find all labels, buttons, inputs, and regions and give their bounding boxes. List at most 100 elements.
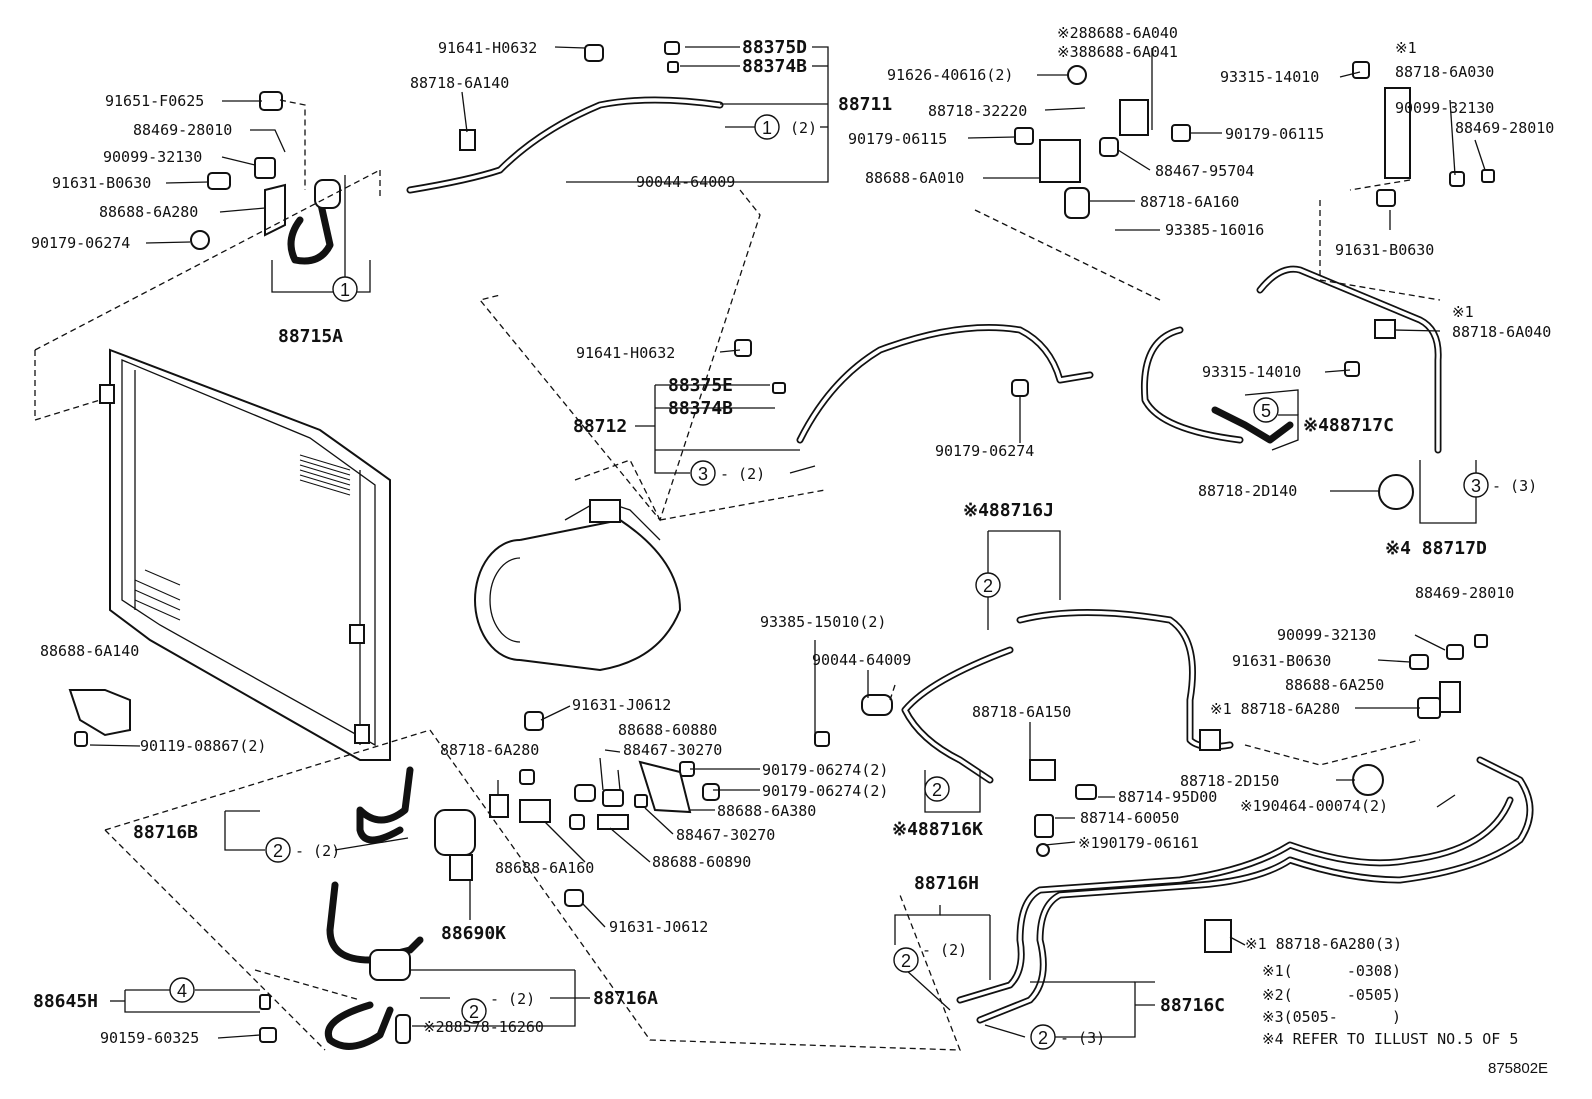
label-88718-6A160: 88718-6A160 [1140,193,1239,211]
label-88375D: 88375D [742,37,807,58]
label-90159-60325: 90159-60325 [100,1029,199,1047]
label-88716H: 88716H [914,873,979,894]
label-88718-2D140: 88718-2D140 [1198,482,1297,500]
label-1-88718-6A280-3: ※1 88718-6A280(3) [1245,935,1402,953]
svg-text:4: 4 [177,981,187,1001]
label-93315-14010-mid: 93315-14010 [1202,363,1301,381]
label-90099-32130-r: 90099-32130 [1395,99,1494,117]
label-88718-6A140: 88718-6A140 [410,74,509,92]
label-91626-40616: 91626-40616(2) [887,66,1013,84]
label-88716A: 88716A [593,988,658,1009]
callout-1b: 1 [332,276,358,302]
label-4-88717D: ※4 88717D [1385,538,1487,559]
label-90179-06274-left: 90179-06274 [31,234,130,252]
callout-5: 5 [1253,397,1279,423]
callout-4: 4 [169,977,195,1003]
label-1-mark-mid: ※1 [1452,303,1474,321]
svg-text:2: 2 [1038,1028,1048,1048]
label-91631-B0630-low: 91631-B0630 [1232,652,1331,670]
label-88715A: 88715A [278,326,343,347]
label-88718-6A030: 88718-6A030 [1395,63,1494,81]
footnote-3: ※3(0505- ) [1262,1008,1401,1026]
label-90044-64009-mid: 90044-64009 [812,651,911,669]
label-93385-15010: 93385-15010(2) [760,613,886,631]
callout-3b: 3 [1463,472,1489,498]
label-4-88716J: ※488716J [963,500,1054,521]
condenser-fins [134,454,351,621]
label-88688-6A280: 88688-6A280 [99,203,198,221]
label-88690K: 88690K [441,923,506,944]
footnote-4: ※4 REFER TO ILLUST NO.5 OF 5 [1262,1030,1518,1048]
circled-callouts: 1 1 2 2 2 2 2 2 3 3 4 5 [169,114,1489,1050]
label-88688-6A160: 88688-6A160 [495,859,594,877]
label-q2-88716H: - (2) [922,941,967,959]
label-91631-B0630-left: 91631-B0630 [52,174,151,192]
callout-2a: 2 [975,572,1001,598]
label-91651-F0625: 91651-F0625 [105,92,204,110]
label-90179-06274-2a: 90179-06274(2) [762,761,888,779]
part-labels: 91641-H0632 88375D 88374B 88718-6A140 88… [31,24,1554,1047]
label-88469-28010-r: 88469-28010 [1455,119,1554,137]
label-88374B-top: 88374B [742,56,807,77]
label-88469-28010-left: 88469-28010 [133,121,232,139]
label-q3-right: - (3) [1492,477,1537,495]
callout-2d: 2 [893,947,919,973]
label-91641-H0632-top: 91641-H0632 [438,39,537,57]
condenser [99,348,391,761]
label-93315-14010-top: 93315-14010 [1220,68,1319,86]
label-91631-J0612-low: 91631-J0612 [609,918,708,936]
label-90099-32130-left: 90099-32130 [103,148,202,166]
label-90044-64009-top: 90044-64009 [636,173,735,191]
svg-text:1: 1 [340,280,350,300]
label-88716B: 88716B [133,822,198,843]
callout-1a: 1 [754,114,780,140]
label-1-90464-00074: ※190464-00074(2) [1240,797,1388,815]
label-q3-88716C: - (3) [1060,1029,1105,1047]
svg-text:2: 2 [901,951,911,971]
label-1-88718-6A280: ※1 88718-6A280 [1210,700,1340,718]
callout-2e: 2 [461,998,487,1024]
label-88688-60890: 88688-60890 [652,853,751,871]
callout-2b: 2 [924,776,950,802]
label-93385-16016: 93385-16016 [1165,221,1264,239]
compressor [474,499,682,672]
label-88467-30270-low: 88467-30270 [676,826,775,844]
label-88718-2D150: 88718-2D150 [1180,772,1279,790]
label-88467-95704: 88467-95704 [1155,162,1254,180]
label-88375E: 88375E [668,375,733,396]
label-88718-6A040: 88718-6A040 [1452,323,1551,341]
callout-3a: 3 [690,460,716,486]
svg-text:2: 2 [983,576,993,596]
illustration-code: 875802E [1488,1060,1548,1077]
label-88467-30270-top: 88467-30270 [623,741,722,759]
svg-text:3: 3 [1471,476,1481,496]
label-3-88688-6A041: ※388688-6A041 [1057,43,1178,61]
label-90179-06115-l: 90179-06115 [848,130,947,148]
label-90119-08867: 90119-08867(2) [140,737,266,755]
label-88688-6A010: 88688-6A010 [865,169,964,187]
label-90099-32130-low: 90099-32130 [1277,626,1376,644]
label-88716C: 88716C [1160,995,1225,1016]
label-2-88688-6A040: ※288688-6A040 [1057,24,1178,42]
label-90179-06115-r: 90179-06115 [1225,125,1324,143]
callout-2c: 2 [265,837,291,863]
label-88688-60880: 88688-60880 [618,721,717,739]
label-88714-95D00: 88714-95D00 [1118,788,1217,806]
label-q2-top: (2) [790,119,817,137]
label-88712: 88712 [573,416,627,437]
label-90179-06274-mid: 90179-06274 [935,442,1034,460]
label-4-88717C: ※488717C [1303,415,1394,436]
label-4-88716K: ※488716K [892,819,983,840]
hardware [68,41,1495,1044]
label-88718-6A280-mid: 88718-6A280 [440,741,539,759]
label-91631-B0630-r: 91631-B0630 [1335,241,1434,259]
callout-2f: 2 [1030,1024,1056,1050]
label-88645H: 88645H [33,991,98,1012]
svg-text:2: 2 [932,780,942,800]
label-q2-88716A: - (2) [490,990,535,1008]
label-88714-60050: 88714-60050 [1080,809,1179,827]
svg-text:2: 2 [273,841,283,861]
label-88688-6A140: 88688-6A140 [40,642,139,660]
label-91641-H0632-mid: 91641-H0632 [576,344,675,362]
